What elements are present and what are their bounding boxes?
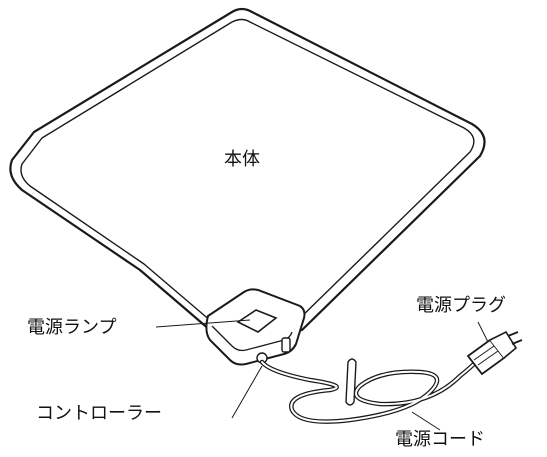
leader-power-cord [411,411,441,431]
label-power-plug: 電源プラグ [416,295,506,316]
label-power-cord: 電源コード [395,429,485,450]
leader-power-plug [477,321,489,343]
leader-controller [231,365,263,419]
controller-housing-edge [211,325,293,352]
power-lamp-window [236,309,278,333]
power-cord [259,347,489,424]
leader-power-lamp [155,319,251,328]
label-controller: コントローラー [36,403,162,424]
label-power-lamp: 電源ランプ [27,317,117,338]
controller-switch [281,337,291,353]
mat-body-inner [20,18,475,323]
cord-tie [345,358,357,406]
label-body: 本体 [224,149,260,170]
mat-body-outer [9,7,486,332]
power-plug [466,330,523,376]
power-cord-inner [261,349,487,423]
